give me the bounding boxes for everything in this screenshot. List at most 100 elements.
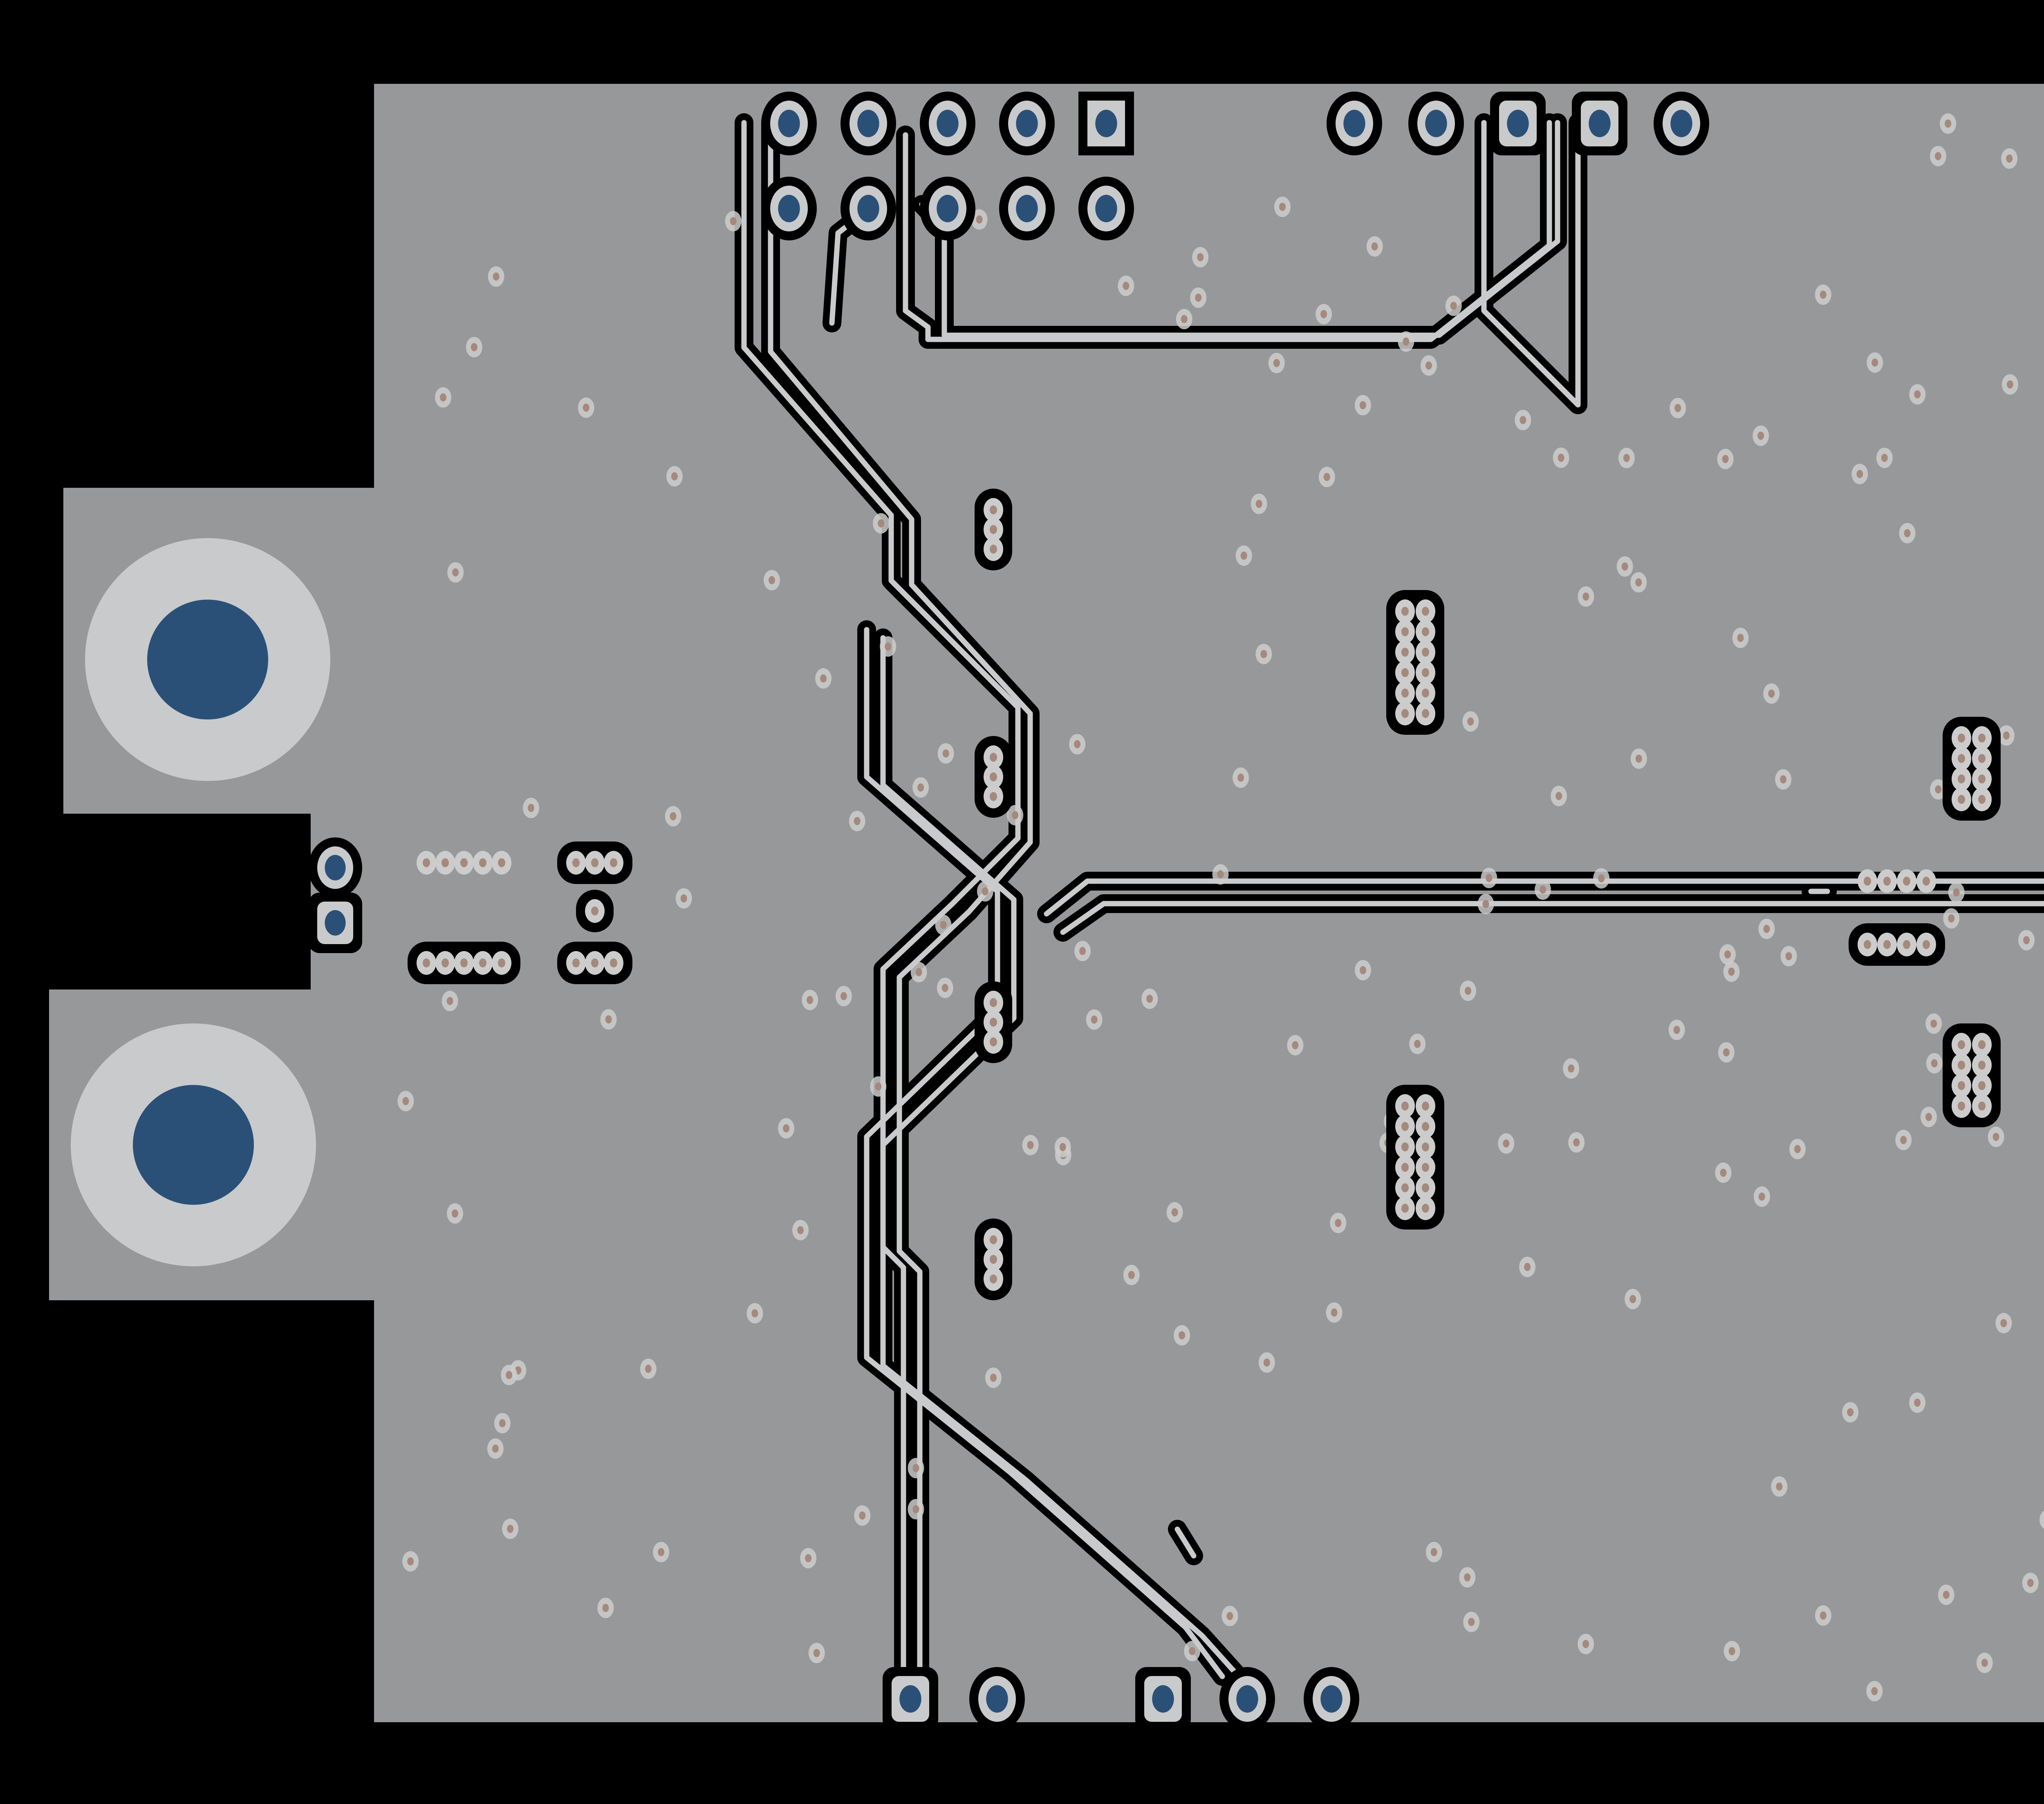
stitching-via — [1998, 725, 2015, 746]
via-hole — [1422, 668, 1429, 677]
mounting-hole-layer[interactable] — [71, 538, 2044, 1266]
via-row-left-mid-b[interactable] — [566, 951, 623, 975]
via-array-right-a-clearance — [1943, 717, 2001, 821]
stitching-via — [1462, 711, 1479, 732]
mount-hole-bottom-left[interactable] — [71, 1023, 316, 1266]
mount-hole-top-left[interactable] — [85, 538, 330, 781]
via-row-left-mid-a[interactable] — [566, 851, 623, 875]
stitching-via — [1274, 196, 1291, 217]
net-center-spine-b — [880, 635, 1242, 1679]
stitching-via — [746, 1303, 763, 1324]
via-hole — [990, 772, 997, 781]
top-right-header-pad-2[interactable] — [1417, 101, 1455, 146]
stitching-via — [778, 1118, 795, 1139]
bottom-header-right-triple-pad-3[interactable] — [1313, 1676, 1350, 1722]
stitching-via — [1578, 1633, 1594, 1654]
via-hole — [1883, 877, 1891, 886]
pad-drill — [899, 1685, 921, 1713]
via-row-right-lower-a[interactable] — [1858, 933, 1936, 956]
via-single-left-mid[interactable] — [585, 899, 605, 923]
top-left-header-pad-7[interactable] — [849, 186, 887, 231]
top-left-header-pad-5[interactable] — [1087, 101, 1125, 146]
stitching-via — [808, 1642, 825, 1663]
via-array-center-lower[interactable] — [1395, 1094, 1435, 1220]
left-edge-pad-pair-pad-2[interactable] — [317, 902, 353, 944]
trace-layer-label: top-copper — [2, 20, 33, 27]
top-left-header-pad-1[interactable] — [770, 101, 808, 146]
stitching-via — [502, 1518, 519, 1539]
via-array-right-d[interactable] — [1952, 1033, 1992, 1118]
stitching-via — [435, 387, 452, 408]
via-stack-mid-c[interactable] — [984, 991, 1003, 1054]
stitching-via — [1789, 1139, 1806, 1160]
stitching-via — [854, 1505, 871, 1526]
pad-drill — [1016, 195, 1038, 222]
top-left-header-pad-2[interactable] — [849, 101, 887, 146]
top-right-header-pad-5[interactable] — [1663, 101, 1700, 146]
via-array-right-a[interactable] — [1952, 726, 1992, 811]
stitching-via — [800, 1548, 817, 1568]
stitching-via — [1355, 960, 1372, 981]
stitching-via — [442, 991, 458, 1012]
via-hole — [610, 858, 617, 867]
top-left-header-pad-4[interactable] — [1008, 101, 1046, 146]
stitching-via — [1409, 1034, 1426, 1055]
top-right-header-pad-3[interactable] — [1499, 101, 1537, 146]
via-hole — [460, 958, 468, 967]
stitching-via — [466, 337, 482, 358]
stitching-via — [1815, 284, 1831, 305]
scatter-label: stitching-vias-scattered — [2, 27, 69, 34]
stitching-via — [1625, 1289, 1641, 1310]
via-hole — [1401, 709, 1409, 718]
via-hole — [990, 1274, 997, 1283]
via-hole — [479, 958, 486, 967]
via-row-left-lower[interactable] — [417, 951, 511, 975]
bottom-header-left-pair-pad-1[interactable] — [892, 1676, 929, 1722]
via-stack-mid-d[interactable] — [984, 1228, 1003, 1291]
top-left-header-pad-6[interactable] — [770, 186, 808, 231]
top-right-header-pad-1[interactable] — [1336, 101, 1373, 146]
via-stack-mid-a[interactable] — [984, 498, 1003, 561]
top-left-header-pad-9[interactable] — [1008, 186, 1046, 231]
via-hole — [460, 858, 468, 867]
via-stack-mid-b[interactable] — [984, 745, 1003, 808]
stitching-via — [1176, 309, 1192, 330]
pad-drill — [986, 1685, 1008, 1713]
stitching-via — [1086, 1009, 1103, 1030]
via-array-right-d-clearance — [1943, 1023, 2001, 1127]
via-hole — [990, 1235, 997, 1244]
via-hole — [990, 998, 997, 1007]
top-left-header-pad-3[interactable] — [929, 101, 966, 146]
bottom-header-right-triple-pad-2[interactable] — [1228, 1676, 1266, 1722]
stitching-via — [1753, 1186, 1770, 1207]
pad-drill — [937, 110, 959, 137]
via-hole — [1903, 940, 1910, 949]
stitching-via — [912, 777, 929, 798]
top-right-header-pad-4[interactable] — [1581, 101, 1618, 146]
top-left-header-pad-10[interactable] — [1087, 186, 1125, 231]
via-hole — [1401, 689, 1409, 698]
top-left-header-pad-8[interactable] — [929, 186, 966, 231]
stitching-via — [1553, 447, 1569, 468]
pad-drill — [1152, 1685, 1174, 1713]
stitching-via — [640, 1358, 657, 1379]
via-array-center-upper[interactable] — [1395, 599, 1435, 725]
via-hole — [1422, 1122, 1429, 1131]
pad-drill — [1507, 110, 1529, 137]
net-long-horizontal-b — [1060, 901, 2044, 935]
connector-pad-layer[interactable] — [317, 101, 2044, 1722]
via-hole — [1958, 1081, 1965, 1090]
left-edge-pad-pair-pad-1[interactable] — [317, 846, 353, 889]
via-row-right-upper-a[interactable] — [1858, 869, 1936, 893]
stitching-via — [1909, 384, 1926, 405]
bottom-header-right-triple-pad-1[interactable] — [1144, 1676, 1182, 1722]
via-hole — [1422, 1183, 1429, 1192]
bottom-header-left-pair-pad-2[interactable] — [978, 1676, 1016, 1722]
stitching-via — [1630, 748, 1647, 769]
via-row-left-upper[interactable] — [417, 851, 511, 875]
stitching-via — [763, 570, 780, 590]
stitching-via — [1477, 893, 1494, 914]
stitching-via — [1618, 448, 1635, 469]
